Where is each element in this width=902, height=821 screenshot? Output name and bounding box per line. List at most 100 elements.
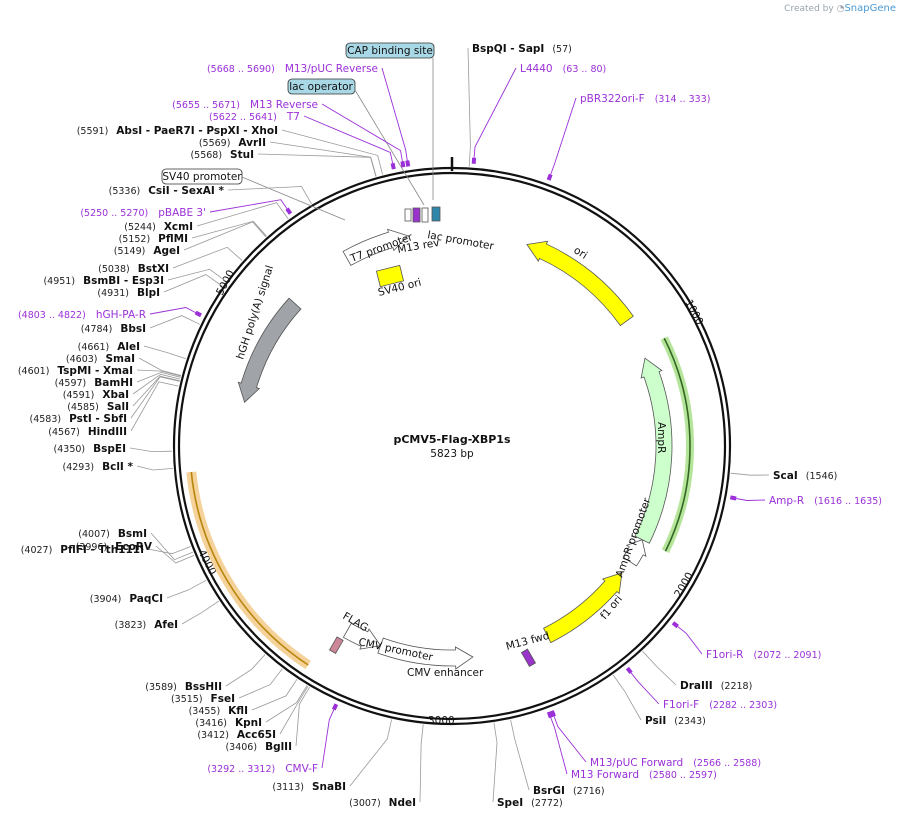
- site-kfli[interactable]: (3455)KflI: [189, 678, 298, 717]
- feature-flag[interactable]: [328, 636, 344, 654]
- primer-m13-puc-forward[interactable]: M13/pUC Forward(2566 .. 2588): [550, 710, 761, 769]
- site-bspqi[interactable]: BspQI - SapI(57): [467, 43, 572, 167]
- primer-m13-reverse[interactable]: (5655 .. 5671)M13 Reverse: [172, 99, 406, 168]
- site-label: (5568)StuI: [190, 149, 254, 161]
- primer-m13-forward[interactable]: M13 Forward(2580 .. 2597): [546, 711, 717, 781]
- site-bstxi[interactable]: (5038)BstXI: [98, 246, 243, 275]
- site-bsshii[interactable]: (3589)BssHII: [145, 654, 266, 694]
- site-avrii[interactable]: (5569)AvrII: [199, 137, 377, 177]
- feature-m13-fwd[interactable]: [520, 648, 537, 667]
- site-label: (5336)CsiI - SexAI *: [109, 185, 225, 197]
- site-paqci[interactable]: (3904)PaqCI: [90, 579, 207, 605]
- site-bsmi[interactable]: (4007)BsmI: [78, 528, 194, 561]
- primer-amp-r[interactable]: Amp-R(1616 .. 1635): [729, 495, 882, 507]
- site-position: (4951): [43, 276, 75, 287]
- site-label: (3007)NdeI: [349, 797, 416, 809]
- feature-lac-promoter[interactable]: [431, 206, 441, 222]
- site-name: KflI: [228, 705, 248, 717]
- feature-m13-rev[interactable]: [412, 207, 421, 223]
- site-psii[interactable]: PsiI(2343): [612, 674, 706, 727]
- features-layer: [186, 206, 695, 670]
- feature-t7-mark: [404, 208, 412, 222]
- primer-t7[interactable]: (5622 .. 5641)T7: [209, 111, 396, 170]
- site-position: (2218): [721, 681, 753, 692]
- primer-range: (2282 .. 2303): [709, 700, 777, 711]
- site-position: (4583): [29, 414, 61, 425]
- primer-site-mark: [390, 162, 396, 170]
- site-smai[interactable]: (4603)SmaI: [66, 353, 182, 376]
- restriction-sites-layer: BspQI - SapI(57) ScaI(1546) DraIII(2218)Ps…: [18, 43, 838, 809]
- site-sali[interactable]: (4585)SalI: [67, 375, 180, 413]
- site-label: (5038)BstXI: [98, 263, 169, 275]
- site-name: ScaI: [773, 470, 798, 482]
- site-pflfi[interactable]: (4027)PflFI - Tth111I: [21, 544, 191, 556]
- primer-hgh-pa-r[interactable]: (4803 .. 4822)hGH-PA-R: [18, 307, 202, 322]
- primer-pbabe-3-[interactable]: (5250 .. 5270)pBABE 3': [80, 199, 293, 219]
- primer-label: (5655 .. 5671)M13 Reverse: [172, 99, 318, 111]
- site-hindiii[interactable]: (4567)HindIII: [48, 381, 179, 438]
- site-ndei[interactable]: (3007)NdeI: [349, 724, 424, 810]
- primer-leader-line: [473, 67, 517, 158]
- site-leader-line: [492, 722, 498, 803]
- site-bamhi[interactable]: (4597)BamHI: [55, 371, 181, 389]
- site-absi[interactable]: (5591)AbsI - PaeR7I - PspXI - XhoI: [77, 125, 383, 175]
- site-leader-line: [136, 371, 181, 383]
- site-fsei[interactable]: (3515)FseI: [171, 668, 283, 705]
- site-blpi[interactable]: (4931)BlpI: [97, 274, 223, 299]
- feature-ampr-promoter-arrow[interactable]: [622, 539, 647, 567]
- primer-l4440[interactable]: L4440(63 .. 80): [471, 63, 607, 164]
- primer-cmv-f[interactable]: (3292 .. 3312) CMV-F: [207, 703, 339, 775]
- site-bsmbi[interactable]: (4951)BsmBI - Esp3I: [43, 268, 226, 287]
- site-name: KpnI: [235, 717, 262, 729]
- site-leader-line: [183, 221, 267, 251]
- site-name: AbsI - PaeR7I - PspXI - XhoI: [116, 125, 278, 137]
- primer-pbr322ori-f[interactable]: pBR322ori-F(314 .. 333): [546, 93, 711, 181]
- lac-operator-box[interactable]: [287, 78, 356, 95]
- primer-f1ori-f[interactable]: F1ori-F(2282 .. 2303): [625, 666, 777, 711]
- site-name: AvrII: [238, 137, 266, 149]
- primer-f1ori-r[interactable]: F1ori-R(2072 .. 2091): [671, 621, 821, 661]
- site-bglii[interactable]: (3406)BglII: [225, 686, 310, 753]
- primer-name: CMV-F: [285, 763, 318, 775]
- site-bcli[interactable]: (4293)BclI *: [63, 461, 173, 473]
- feature-hgh-polya-arrow[interactable]: [237, 297, 302, 403]
- site-name: Acc65I: [237, 729, 276, 741]
- feature-sv40-ori[interactable]: [375, 264, 405, 288]
- site-bbsi[interactable]: (4784)BbsI: [81, 315, 200, 335]
- feature-ampr-arrow[interactable]: [634, 357, 673, 544]
- feature-t7-promoter-arrow[interactable]: [342, 228, 409, 266]
- feature-cmv-promoter-arrow[interactable]: [342, 622, 382, 650]
- primer-site-mark: [546, 711, 553, 719]
- site-draiii[interactable]: DraIII(2218): [642, 650, 753, 692]
- site-label: DraIII(2218): [680, 680, 752, 692]
- snapgene-watermark: Created by ◔SnapGene: [784, 3, 896, 14]
- site-pflmi[interactable]: (5152)PflMI: [119, 220, 267, 245]
- cap-binding-site-label: CAP binding site: [347, 45, 433, 57]
- feature-f1-ori-arrow[interactable]: [543, 572, 623, 644]
- primer-site-mark: [625, 666, 633, 675]
- cap-binding-site-box[interactable]: [345, 42, 435, 59]
- primer-site-mark: [405, 160, 411, 167]
- feature-ori-arrow[interactable]: [526, 240, 634, 327]
- site-position: (5568): [190, 150, 222, 161]
- site-scai[interactable]: ScaI(1546): [730, 470, 838, 482]
- site-spei[interactable]: SpeI(2772): [492, 722, 563, 809]
- sv40-promoter-label: SV40 promoter: [162, 171, 242, 183]
- primer-label: (4803 .. 4822)hGH-PA-R: [18, 309, 146, 321]
- primer-range: (63 .. 80): [563, 64, 607, 75]
- site-alei[interactable]: (4661)AleI: [78, 341, 187, 360]
- site-xcmi[interactable]: (5244)XcmI: [124, 202, 289, 233]
- site-bspei[interactable]: (4350)BspEI: [54, 443, 173, 455]
- site-label: (3589)BssHII: [145, 681, 222, 693]
- site-afei[interactable]: (3823)AfeI: [115, 600, 220, 631]
- sv40-promoter-box[interactable]: [161, 168, 243, 185]
- site-snabi[interactable]: (3113)SnaBI: [272, 719, 392, 793]
- site-kpni[interactable]: (3416)KpnI: [195, 685, 308, 730]
- site-acc65i[interactable]: (3412)Acc65I: [197, 685, 309, 741]
- site-csii[interactable]: (5336)CsiI - SexAI *: [109, 185, 312, 205]
- primer-range: (3292 .. 3312): [207, 764, 275, 775]
- site-xbai[interactable]: (4591)XbaI: [63, 373, 181, 401]
- site-tspmi[interactable]: (4601)TspMI - XmaI: [18, 365, 181, 377]
- primer-m13-puc-reverse[interactable]: (5668 .. 5690)M13/pUC Reverse: [207, 63, 411, 167]
- site-bsrgi[interactable]: BsrGI(2716): [510, 719, 605, 797]
